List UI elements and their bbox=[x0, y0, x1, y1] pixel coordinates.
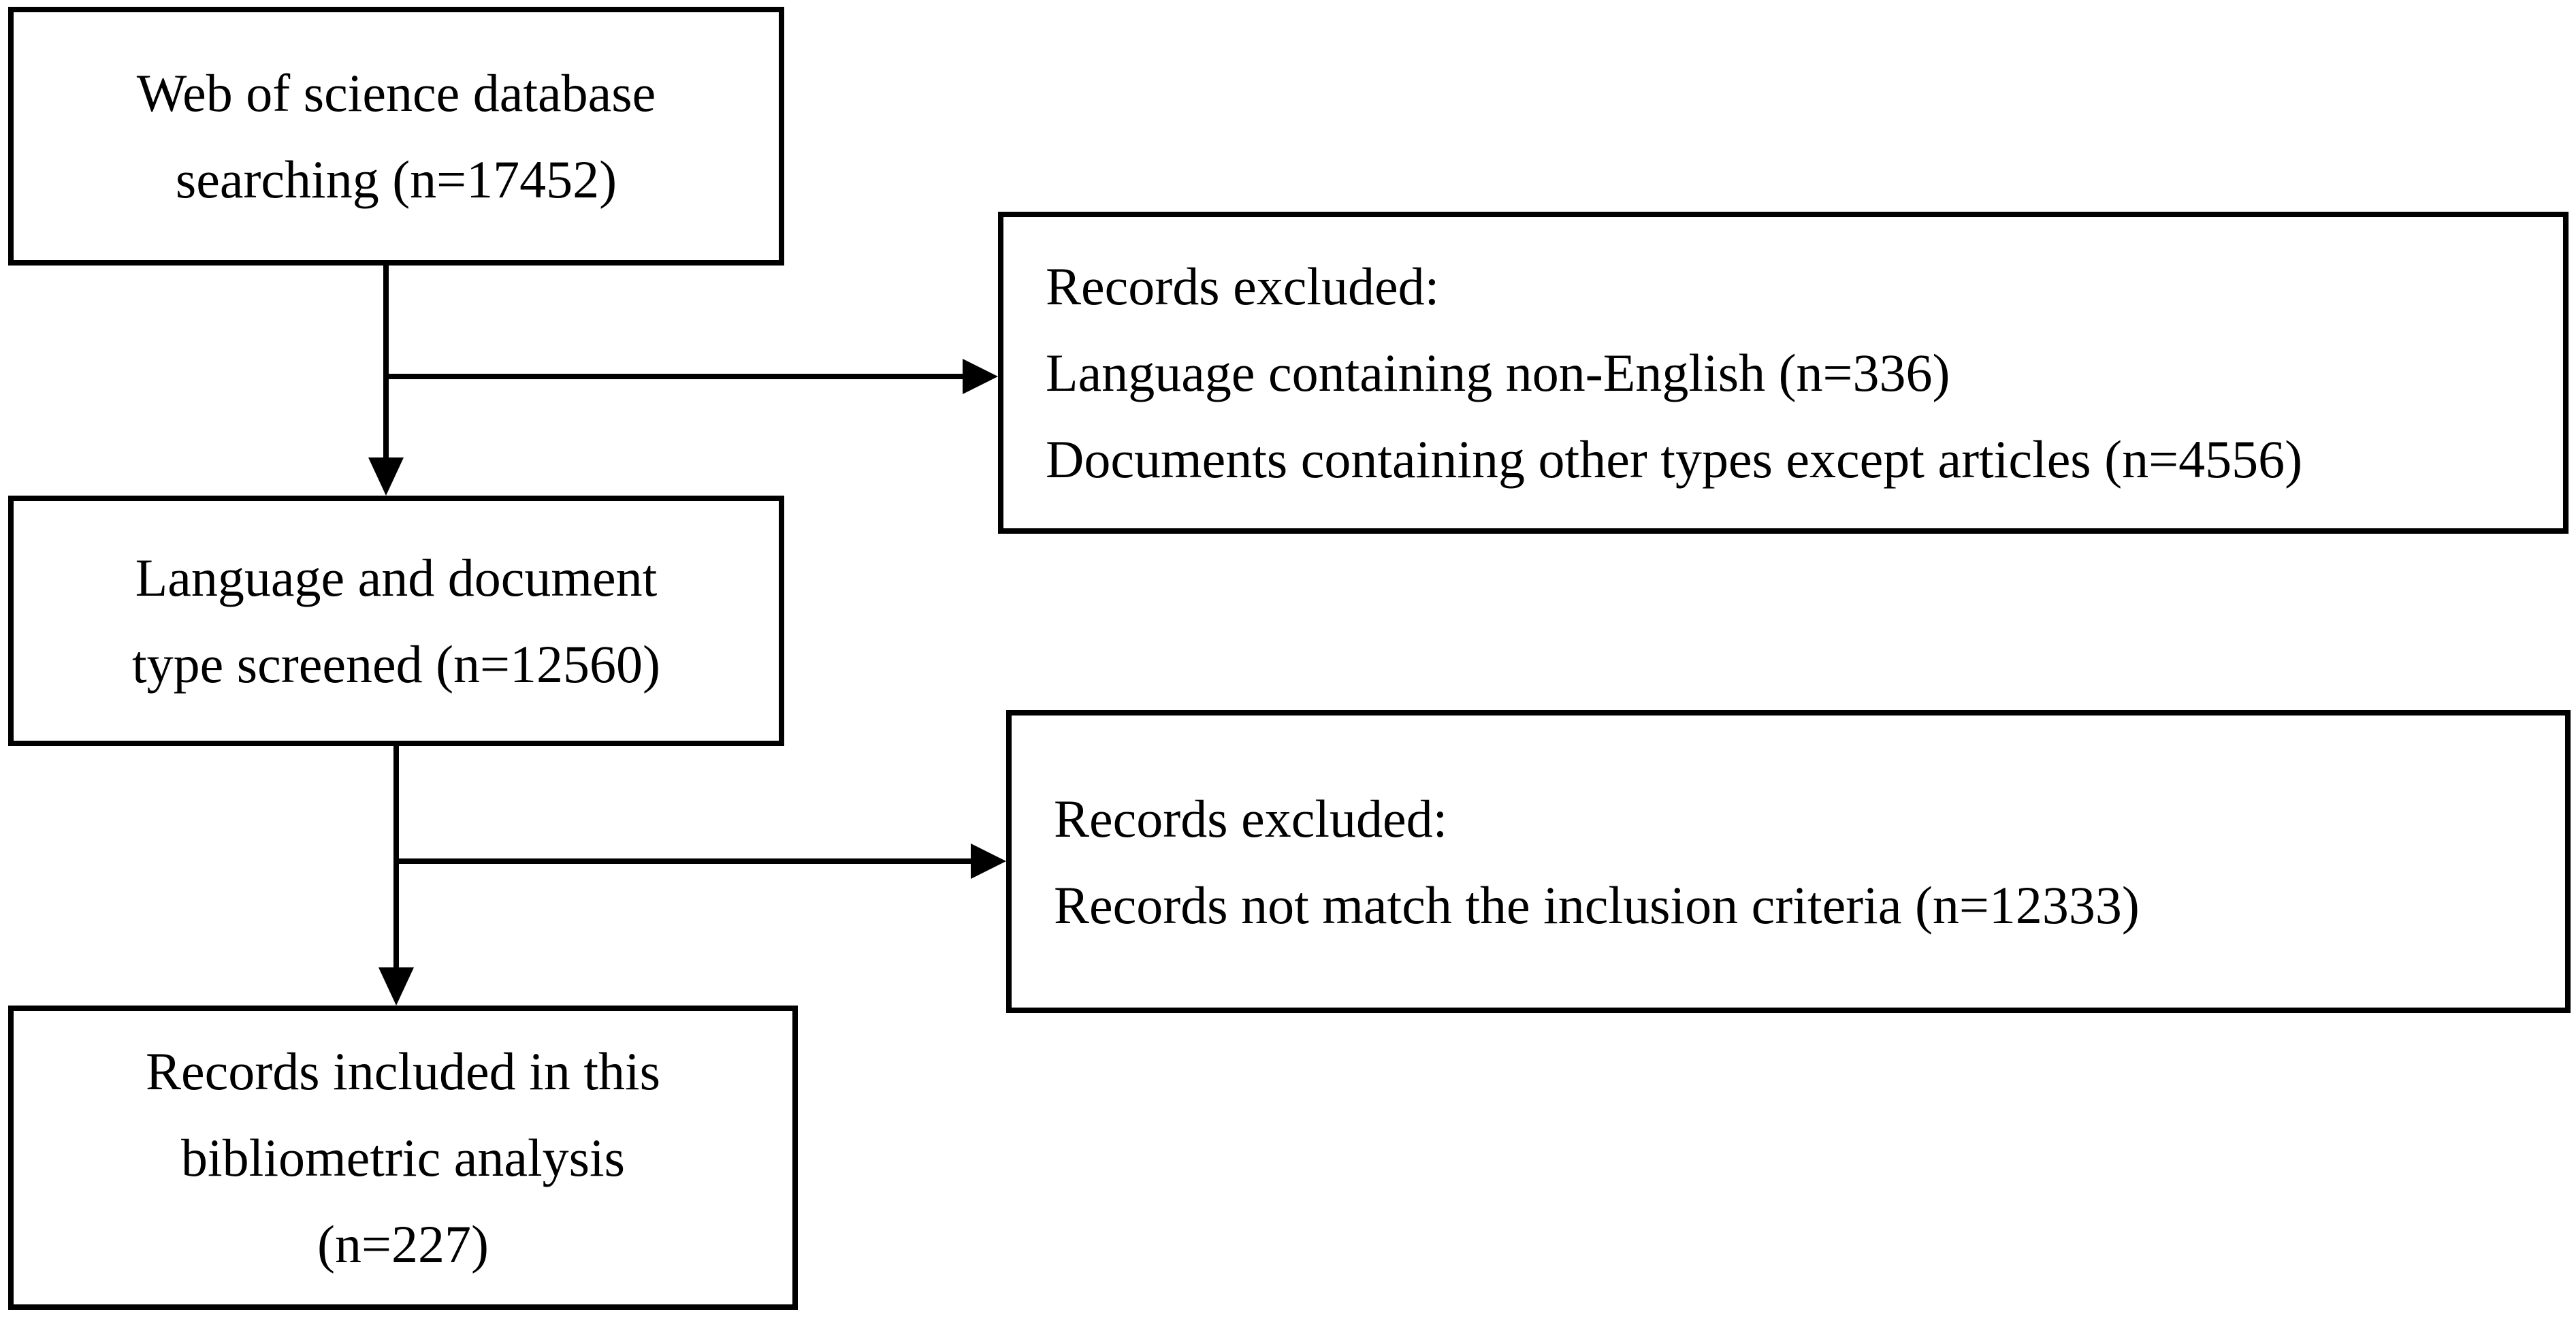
node-database-search: Web of science database searching (n=174… bbox=[8, 7, 784, 266]
node-text-line: type screened (n=12560) bbox=[131, 634, 661, 694]
node-text-line: Records excluded: bbox=[1054, 788, 1448, 848]
arrowhead-search-to-screened bbox=[368, 457, 404, 496]
node-text-line: Language and document bbox=[135, 548, 658, 607]
node-text-line: Documents containing other types except … bbox=[1046, 430, 2303, 489]
node-records-included: Records included in this bibliometric an… bbox=[8, 1006, 798, 1310]
node-text-line: Records included in this bbox=[145, 1042, 661, 1101]
node-text-line: Records not match the inclusion criteria… bbox=[1054, 875, 2140, 935]
node-text-line: bibliometric analysis bbox=[180, 1128, 626, 1187]
arrowhead-screened-to-excluded-2 bbox=[971, 843, 1006, 879]
node-records-excluded-1: Records excluded: Language containing no… bbox=[998, 212, 2569, 534]
node-text-line: Web of science database bbox=[136, 63, 656, 123]
node-records-excluded-2: Records excluded: Records not match the … bbox=[1006, 710, 2571, 1013]
arrowhead-screened-to-included bbox=[379, 967, 414, 1006]
node-text-line: Records excluded: bbox=[1046, 257, 1440, 316]
arrowhead-search-to-excluded-1 bbox=[963, 359, 998, 394]
node-language-document-screened: Language and document type screened (n=1… bbox=[8, 496, 784, 746]
node-text-line: Language containing non-English (n=336) bbox=[1046, 343, 1950, 402]
node-text-line: searching (n=17452) bbox=[175, 150, 617, 209]
node-text-line: (n=227) bbox=[317, 1215, 489, 1274]
